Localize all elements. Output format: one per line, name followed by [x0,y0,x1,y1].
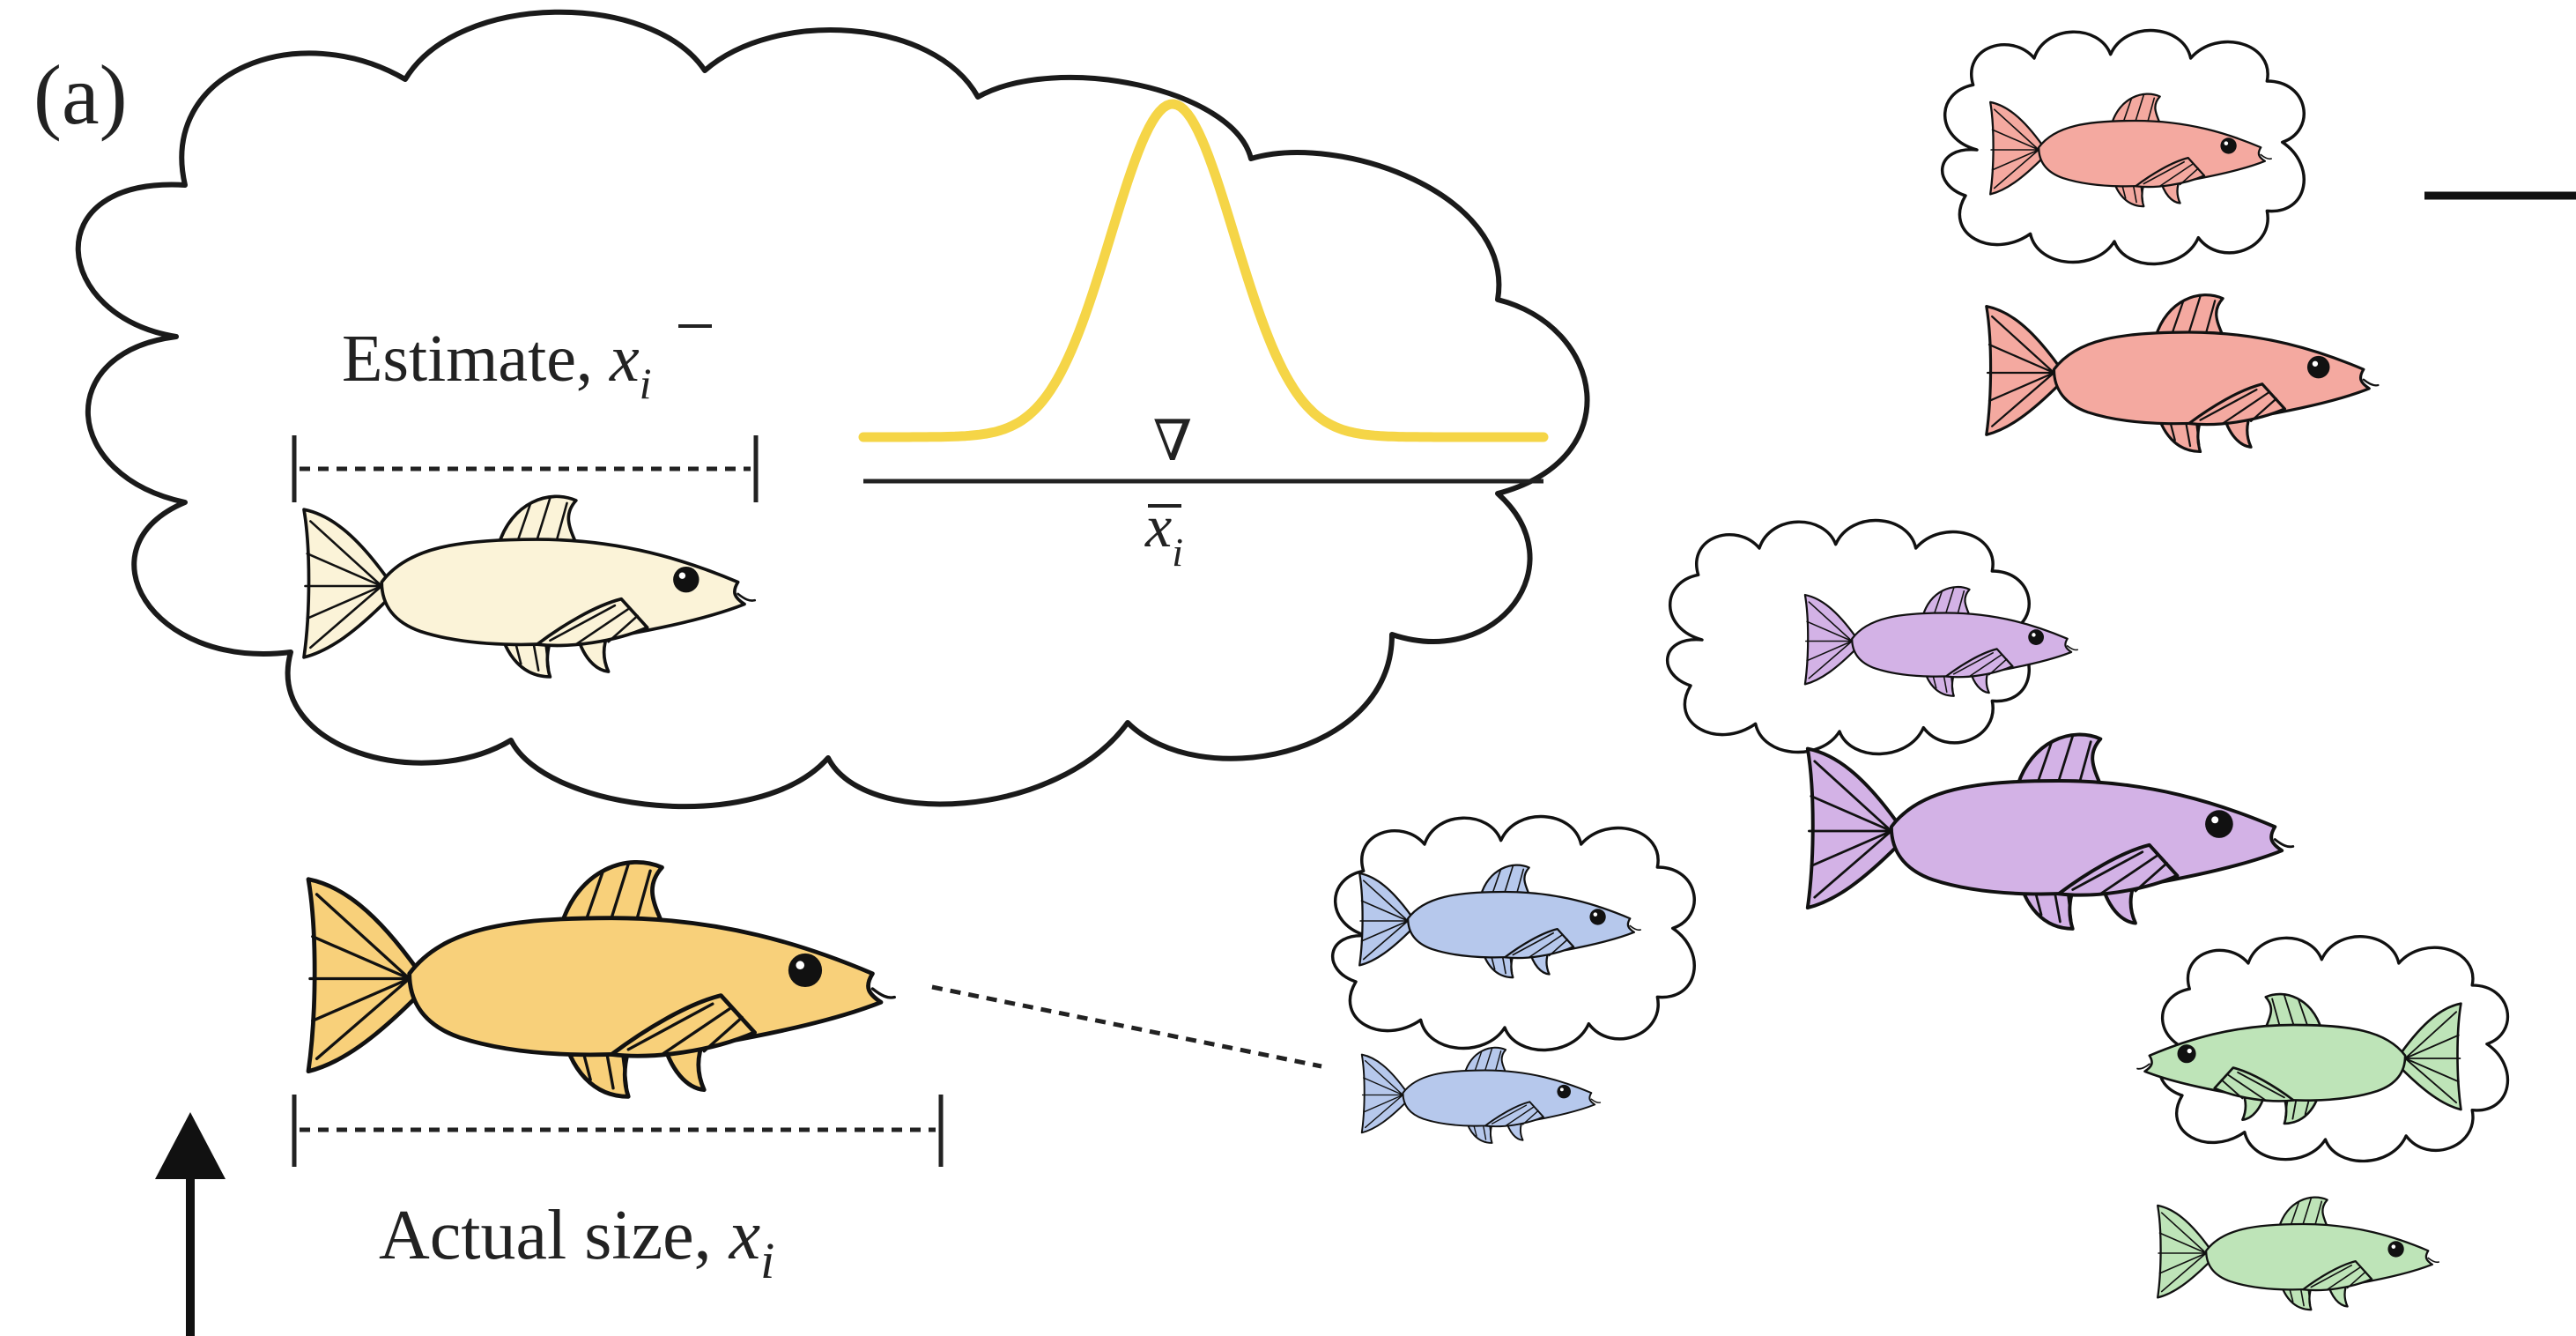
estimate-marker: ∇ [1153,410,1193,472]
actual-size-label: Actual size, xi [379,1197,774,1289]
purple-fish-group [1668,520,2293,928]
fish-icon [2156,1196,2440,1311]
fish-icon [1808,735,2293,929]
estimate-dimension-line [292,435,759,502]
blue-fish-group [1333,816,1695,1145]
comparison-connector-line [931,984,1322,1069]
panel-label: (a) [33,48,128,142]
up-arrow-icon [155,1112,226,1336]
actual-dimension-line [292,1095,944,1167]
fish-icon [1360,1046,1602,1145]
big-thought-cloud [75,9,1590,809]
fish-icon [1985,293,2380,454]
gaussian-curve [858,99,1549,442]
estimate-label: Estimate, xi [342,322,652,408]
red-fish-group [1943,30,2380,454]
axis-variable: xi [1144,493,1183,575]
actual-fish-icon [308,862,894,1096]
green-fish-group [2136,937,2507,1311]
gaussian-curve-group: ∇ xi [858,99,1549,575]
